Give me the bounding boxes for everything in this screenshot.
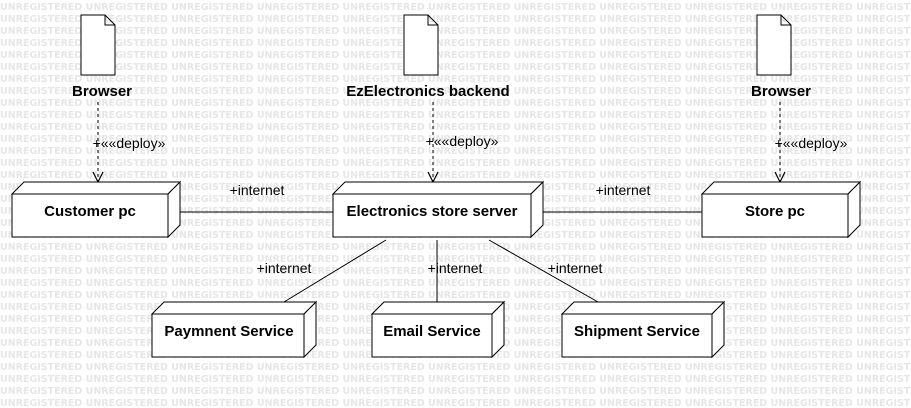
watermark-row: UNREGISTERED UNREGISTERED UNREGISTERED U…: [0, 2, 911, 13]
link-label-server-email: +internet: [428, 260, 483, 276]
watermark-row: UNREGISTERED UNREGISTERED UNREGISTERED U…: [0, 254, 911, 265]
watermark-row: UNREGISTERED UNREGISTERED UNREGISTERED U…: [0, 146, 911, 157]
watermark-row: UNREGISTERED UNREGISTERED UNREGISTERED U…: [0, 374, 911, 385]
watermark-row: UNREGISTERED UNREGISTERED UNREGISTERED U…: [0, 134, 911, 145]
watermark-row: UNREGISTERED UNREGISTERED UNREGISTERED U…: [0, 170, 911, 181]
node-label-email-service: Email Service: [383, 323, 481, 340]
deploy-label-1: +««deploy»: [93, 135, 166, 151]
watermark-row: UNREGISTERED UNREGISTERED UNREGISTERED U…: [0, 242, 911, 253]
watermark-row: UNREGISTERED UNREGISTERED UNREGISTERED U…: [0, 398, 911, 408]
node-label-shipment-service: Shipment Service: [574, 323, 700, 340]
artifact-document-icon-2[interactable]: [403, 14, 439, 76]
watermark-row: UNREGISTERED UNREGISTERED UNREGISTERED U…: [0, 158, 911, 169]
watermark-row: UNREGISTERED UNREGISTERED UNREGISTERED U…: [0, 62, 911, 73]
node-label-electronics-store-server: Electronics store server: [347, 203, 518, 220]
node-store-pc[interactable]: [700, 180, 862, 239]
artifact-label-1: Browser: [72, 83, 132, 100]
node-electronics-store-server[interactable]: [331, 180, 545, 239]
watermark-row: UNREGISTERED UNREGISTERED UNREGISTERED U…: [0, 386, 911, 397]
node-shipment-service[interactable]: [560, 300, 726, 359]
watermark-row: UNREGISTERED UNREGISTERED UNREGISTERED U…: [0, 362, 911, 373]
node-label-store-pc: Store pc: [745, 203, 805, 220]
deploy-label-3: +««deploy»: [775, 135, 848, 151]
link-label-server-shipment: +internet: [548, 260, 603, 276]
watermark-row: UNREGISTERED UNREGISTERED UNREGISTERED U…: [0, 110, 911, 121]
link-line-server-payment[interactable]: [283, 239, 387, 303]
node-email-service[interactable]: [370, 300, 506, 359]
deploy-label-2: +««deploy»: [426, 133, 499, 149]
watermark-row: UNREGISTERED UNREGISTERED UNREGISTERED U…: [0, 98, 911, 109]
link-label-server-payment: +internet: [257, 260, 312, 276]
watermark-row: UNREGISTERED UNREGISTERED UNREGISTERED U…: [0, 86, 911, 97]
watermark-row: UNREGISTERED UNREGISTERED UNREGISTERED U…: [0, 266, 911, 277]
watermark-row: UNREGISTERED UNREGISTERED UNREGISTERED U…: [0, 278, 911, 289]
watermark-row: UNREGISTERED UNREGISTERED UNREGISTERED U…: [0, 38, 911, 49]
link-line-server-shipment[interactable]: [488, 239, 599, 303]
link-label-server-store: +internet: [596, 182, 651, 198]
node-label-customer-pc: Customer pc: [44, 203, 136, 220]
node-customer-pc[interactable]: [10, 180, 182, 239]
watermark-row: UNREGISTERED UNREGISTERED UNREGISTERED U…: [0, 26, 911, 37]
node-label-payment-service: Paymnent Service: [164, 323, 293, 340]
watermark-row: UNREGISTERED UNREGISTERED UNREGISTERED U…: [0, 50, 911, 61]
watermark-row: UNREGISTERED UNREGISTERED UNREGISTERED U…: [0, 74, 911, 85]
watermark-row: UNREGISTERED UNREGISTERED UNREGISTERED U…: [0, 290, 911, 301]
watermark-row: UNREGISTERED UNREGISTERED UNREGISTERED U…: [0, 122, 911, 133]
artifact-document-icon-1[interactable]: [80, 14, 116, 76]
artifact-document-icon-3[interactable]: [756, 14, 792, 76]
link-label-customer-server: +internet: [230, 182, 285, 198]
artifact-label-2: EzElectronics backend: [346, 83, 509, 100]
artifact-label-3: Browser: [751, 83, 811, 100]
node-payment-service[interactable]: [150, 300, 318, 359]
watermark-row: UNREGISTERED UNREGISTERED UNREGISTERED U…: [0, 14, 911, 25]
